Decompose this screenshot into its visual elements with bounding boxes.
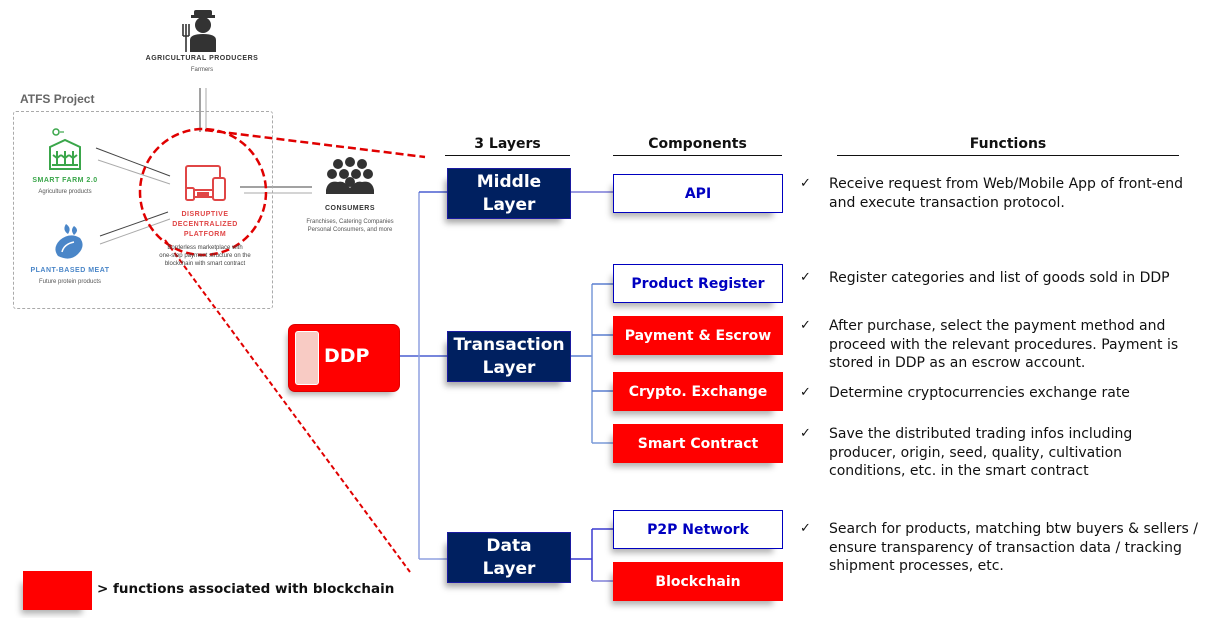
component-smart-contract[interactable]: Smart Contract [613, 424, 783, 463]
tree-connectors [398, 191, 614, 582]
layer-data-line1: Data [486, 535, 532, 556]
highlight-callout [138, 127, 426, 573]
arrow-meat-to-platform [99, 211, 169, 237]
component-api[interactable]: API [613, 174, 783, 213]
callout-line-top [204, 128, 426, 159]
function-item-crypto-exchange: ✓ Determine cryptocurrencies exchange ra… [800, 384, 1220, 403]
producers-subtitle: Farmers [190, 67, 214, 73]
consumers-subtitle-line1: Franchises, Catering Companies [306, 219, 394, 225]
check-icon: ✓ [800, 176, 811, 191]
function-item-p2p-network: ✓ Search for products, matching btw buye… [800, 520, 1220, 576]
arrow-platform-to-meat [99, 218, 171, 245]
function-text: Save the distributed trading infos inclu… [829, 426, 1133, 479]
arrow-farm-to-platform [95, 147, 171, 177]
smart-farm-title: SMART FARM 2.0 [32, 177, 98, 184]
plant-meat-title: PLANT-BASED MEAT [30, 267, 110, 274]
devices-icon [183, 164, 227, 202]
layer-middle-line2: Layer [482, 194, 536, 215]
platform-desc-line3: blockchain with smart contract [164, 261, 246, 267]
check-icon: ✓ [800, 270, 811, 285]
layer-data[interactable]: Data Layer [447, 532, 571, 583]
layer-data-line2: Layer [482, 558, 536, 579]
function-text: Register categories and list of goods so… [829, 270, 1170, 286]
crowd-icon [324, 156, 376, 196]
producers-title: AGRICULTURAL PRODUCERS [145, 55, 259, 62]
function-text: Receive request from Web/Mobile App of f… [829, 176, 1184, 211]
check-icon: ✓ [800, 426, 811, 441]
function-item-api: ✓ Receive request from Web/Mobile App of… [800, 175, 1220, 212]
farmer-icon [180, 8, 224, 52]
header-layers: 3 Layers [445, 136, 570, 156]
check-icon: ✓ [800, 385, 811, 400]
function-item-smart-contract: ✓ Save the distributed trading infos inc… [800, 425, 1220, 481]
platform-title: DISRUPTIVE DECENTRALIZED PLATFORM [163, 210, 247, 240]
smart-farm-subtitle: Agriculture products [38, 189, 92, 195]
function-item-product-register: ✓ Register categories and list of goods … [800, 269, 1220, 288]
component-blockchain[interactable]: Blockchain [613, 562, 783, 601]
header-components: Components [613, 136, 782, 156]
header-functions: Functions [837, 136, 1179, 156]
platform-title-line3: PLATFORM [183, 231, 227, 238]
flow-arrows [95, 88, 312, 245]
layer-middle-line1: Middle [476, 171, 542, 192]
platform-title-line1: DISRUPTIVE [181, 211, 229, 218]
highlight-circle [138, 127, 268, 257]
legend-text: > functions associated with blockchain [97, 581, 395, 597]
atfs-project-frame [13, 111, 273, 309]
platform-desc-line1: Borderless marketplace with [167, 245, 243, 251]
component-payment-escrow[interactable]: Payment & Escrow [613, 316, 783, 355]
ddp-label: DDP [324, 345, 370, 367]
component-p2p-network[interactable]: P2P Network [613, 510, 783, 549]
platform-desc-line2: one-step payment structure on the [159, 253, 251, 259]
function-text: Search for products, matching btw buyers… [829, 521, 1198, 574]
function-text: Determine cryptocurrencies exchange rate [829, 385, 1130, 401]
layer-transaction[interactable]: Transaction Layer [447, 331, 571, 382]
callout-line-bottom [164, 239, 411, 573]
layer-transaction-line2: Layer [482, 357, 536, 378]
ddp-accent-bar [295, 331, 319, 385]
function-item-payment-escrow: ✓ After purchase, select the payment met… [800, 317, 1220, 373]
meat-leaf-icon [52, 222, 86, 260]
consumers-subtitle: Franchises, Catering Companies Personal … [290, 218, 410, 234]
arrow-platform-to-farm [97, 159, 171, 185]
function-text: After purchase, select the payment metho… [829, 318, 1179, 371]
legend-swatch-blockchain [23, 571, 92, 610]
check-icon: ✓ [800, 318, 811, 333]
plant-meat-subtitle: Future protein products [38, 279, 102, 285]
layer-middle[interactable]: Middle Layer [447, 168, 571, 219]
layer-transaction-line1: Transaction [453, 334, 565, 355]
check-icon: ✓ [800, 521, 811, 536]
platform-title-line2: DECENTRALIZED [172, 221, 238, 228]
consumers-subtitle-line2: Personal Consumers, and more [307, 227, 393, 233]
platform-description: Borderless marketplace with one-step pay… [143, 244, 267, 268]
component-product-register[interactable]: Product Register [613, 264, 783, 303]
ddp-root-node[interactable]: DDP [288, 324, 400, 392]
consumers-title: CONSUMERS [324, 205, 375, 212]
atfs-project-title: ATFS Project [20, 92, 95, 106]
component-crypto-exchange[interactable]: Crypto. Exchange [613, 372, 783, 411]
greenhouse-icon [47, 127, 83, 171]
